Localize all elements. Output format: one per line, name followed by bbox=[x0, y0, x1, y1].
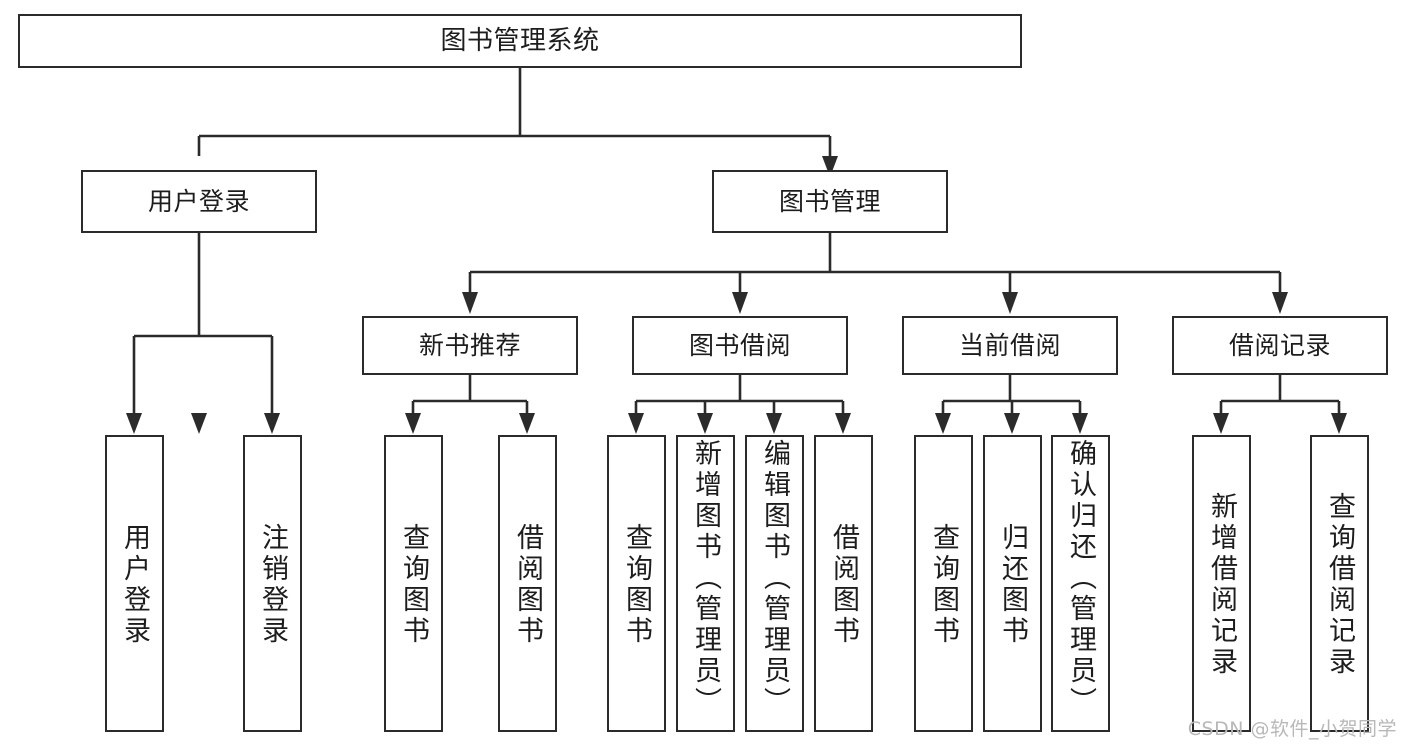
csdn-watermark: CSDN @软件_小贺同学 bbox=[1187, 718, 1397, 740]
node-user-login-label: 用户登录 bbox=[147, 186, 250, 216]
node-leaf-add-borrow-record-label: 新增借阅记录 bbox=[1206, 491, 1237, 678]
node-new-book-recommend[interactable]: 新书推荐 bbox=[362, 316, 578, 375]
node-leaf-query-borrow-record[interactable]: 查询借阅记录 bbox=[1310, 435, 1369, 732]
node-current-borrow-label: 当前借阅 bbox=[958, 330, 1061, 360]
node-leaf-query-book-recommend-label: 查询图书 bbox=[398, 522, 429, 647]
node-leaf-borrow-book-recommend[interactable]: 借阅图书 bbox=[498, 435, 557, 732]
node-leaf-confirm-return-admin-label: 确认归还（管理员） bbox=[1065, 439, 1096, 718]
node-leaf-add-book-admin[interactable]: 新增图书（管理员） bbox=[676, 435, 735, 732]
node-leaf-borrow-book-label: 借阅图书 bbox=[828, 522, 859, 647]
node-borrow-record-label: 借阅记录 bbox=[1228, 330, 1331, 360]
node-leaf-query-book-borrow[interactable]: 查询图书 bbox=[607, 435, 666, 732]
node-leaf-add-book-admin-label: 新增图书（管理员） bbox=[690, 439, 721, 718]
node-root-system[interactable]: 图书管理系统 bbox=[18, 14, 1022, 68]
node-book-management[interactable]: 图书管理 bbox=[712, 170, 948, 233]
node-leaf-user-login[interactable]: 用户登录 bbox=[105, 435, 164, 732]
node-leaf-user-login-label: 用户登录 bbox=[119, 522, 150, 647]
node-leaf-return-book[interactable]: 归还图书 bbox=[983, 435, 1042, 732]
node-current-borrow[interactable]: 当前借阅 bbox=[902, 316, 1118, 375]
node-user-login[interactable]: 用户登录 bbox=[81, 170, 317, 233]
node-leaf-query-book-current-label: 查询图书 bbox=[928, 522, 959, 647]
node-leaf-edit-book-admin-label: 编辑图书（管理员） bbox=[759, 439, 790, 718]
node-leaf-logout-label: 注销登录 bbox=[257, 522, 288, 647]
node-leaf-query-borrow-record-label: 查询借阅记录 bbox=[1324, 491, 1355, 678]
node-leaf-borrow-book[interactable]: 借阅图书 bbox=[814, 435, 873, 732]
node-borrow-record[interactable]: 借阅记录 bbox=[1172, 316, 1388, 375]
node-leaf-confirm-return-admin[interactable]: 确认归还（管理员） bbox=[1051, 435, 1110, 732]
node-root-system-label: 图书管理系统 bbox=[440, 25, 600, 56]
node-leaf-query-book-borrow-label: 查询图书 bbox=[621, 522, 652, 647]
node-book-borrow[interactable]: 图书借阅 bbox=[632, 316, 848, 375]
node-leaf-edit-book-admin[interactable]: 编辑图书（管理员） bbox=[745, 435, 804, 732]
node-new-book-recommend-label: 新书推荐 bbox=[418, 330, 521, 360]
node-leaf-logout[interactable]: 注销登录 bbox=[243, 435, 302, 732]
node-book-borrow-label: 图书借阅 bbox=[688, 330, 791, 360]
node-leaf-query-book-current[interactable]: 查询图书 bbox=[914, 435, 973, 732]
node-book-management-label: 图书管理 bbox=[778, 186, 881, 216]
node-leaf-return-book-label: 归还图书 bbox=[997, 522, 1028, 647]
node-leaf-borrow-book-recommend-label: 借阅图书 bbox=[512, 522, 543, 647]
node-leaf-query-book-recommend[interactable]: 查询图书 bbox=[384, 435, 443, 732]
node-leaf-add-borrow-record[interactable]: 新增借阅记录 bbox=[1192, 435, 1251, 732]
